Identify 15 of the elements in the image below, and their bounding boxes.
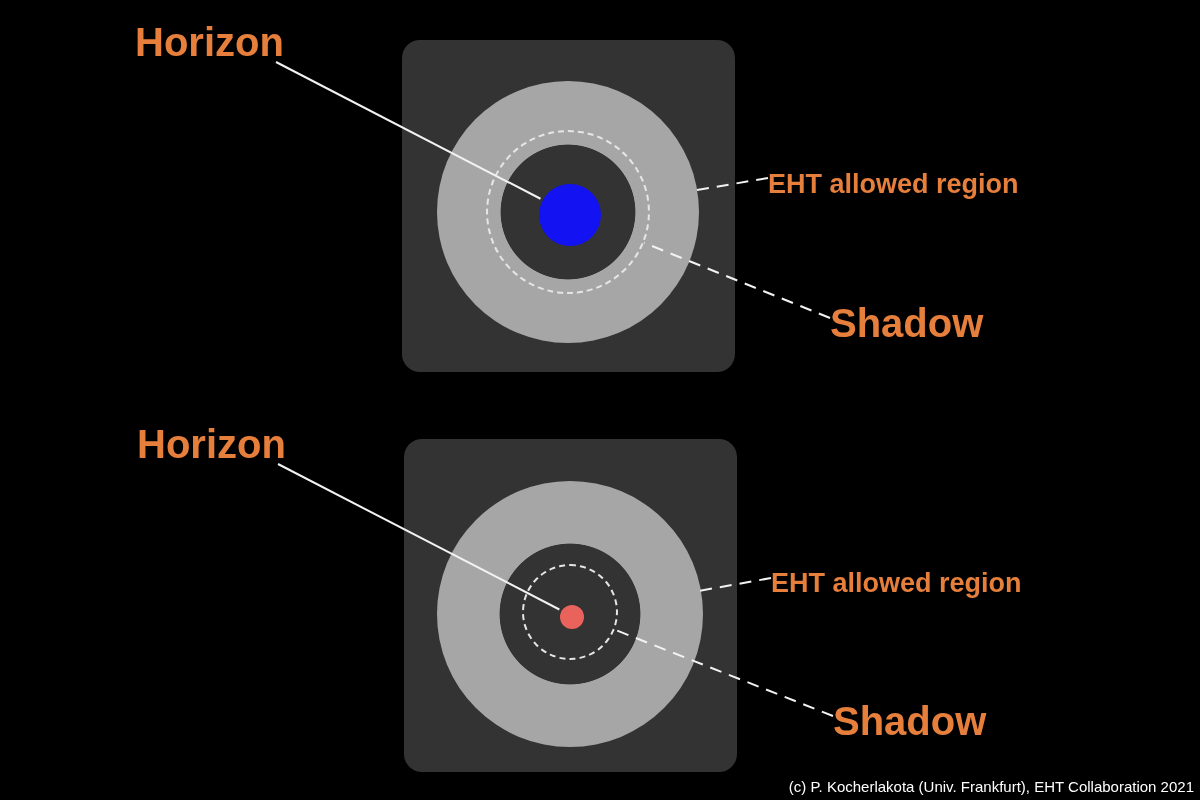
callout-label: Horizon <box>135 22 284 62</box>
leader-line <box>694 177 769 192</box>
callout-label: Horizon <box>137 424 286 464</box>
leader-line <box>643 241 831 319</box>
callout-label: Shadow <box>830 303 984 343</box>
callout-label: Shadow <box>833 701 987 741</box>
credit-caption: (c) P. Kocherlakota (Univ. Frankfurt), EHT Collaboration 2021 <box>788 778 1194 795</box>
shadow-circle <box>522 564 618 660</box>
callout-label: EHT allowed region <box>768 171 1019 198</box>
horizon-disk <box>560 605 584 629</box>
leader-line <box>277 463 561 611</box>
leader-line <box>275 61 542 200</box>
leader-line <box>697 577 772 592</box>
shadow-circle <box>486 130 650 294</box>
callout-label: EHT allowed region <box>771 570 1022 597</box>
